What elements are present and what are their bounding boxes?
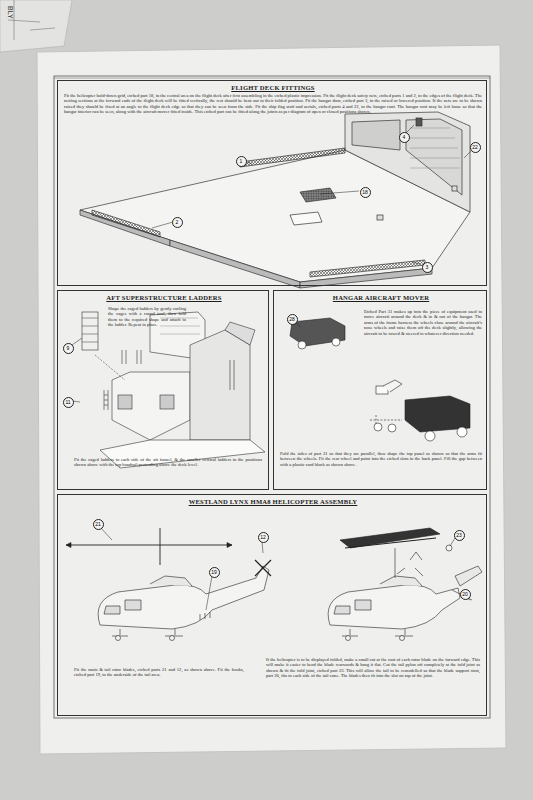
callout-number-text: 18	[362, 190, 368, 195]
instruction-text: Etched Part 31 makes up into the piece o…	[364, 309, 482, 336]
callout-number-text: 11	[65, 400, 70, 405]
callout-number-text: 3	[426, 265, 429, 270]
instruction-panel: FLIGHT DECK FITTINGS Fit the helicopter h…	[57, 80, 487, 286]
instruction-panel: HANGAR AIRCRAFT MOVER Etched Part 31 make…	[273, 290, 487, 490]
instruction-text: Shape the caged ladders by gently curlin…	[108, 306, 186, 328]
callout-number: 2	[172, 217, 183, 228]
callout-number: 20	[460, 589, 471, 600]
callout-number: 1	[236, 156, 247, 167]
callout-number: 11	[63, 397, 74, 408]
callout-number-text: 9	[67, 346, 70, 351]
instruction-text: Fit the main & tail rotor blades, etched…	[74, 667, 244, 678]
callout-number: 28	[287, 314, 298, 325]
instruction-panel: WESTLAND LYNX HMA8 HELICOPTER ASSEMBLY Fi…	[57, 494, 487, 716]
callout-number-text: 12	[260, 535, 266, 540]
callout-number-text: 20	[462, 592, 468, 597]
callout-number: 23	[454, 530, 465, 541]
callout-number: 4	[399, 132, 410, 143]
callout-number-text: 19	[211, 570, 217, 575]
callout-number: 22	[470, 142, 481, 153]
callout-number-text: 21	[95, 522, 101, 527]
section-heading: FLIGHT DECK FITTINGS	[58, 84, 488, 91]
callout-number: 21	[93, 519, 104, 530]
instruction-text: Fit the helicopter hold-down grid, etche…	[64, 93, 482, 115]
section-heading: HANGAR AIRCRAFT MOVER	[274, 294, 488, 301]
instruction-text: Fit the caged ladders to each side of th…	[74, 457, 262, 468]
callout-number-text: 2	[176, 220, 179, 225]
callout-number: 12	[258, 532, 269, 543]
callout-number-text: 23	[456, 533, 462, 538]
callout-number: 18	[360, 187, 371, 198]
page-fragment-text: BLY	[7, 6, 14, 19]
callout-number: 3	[422, 262, 433, 273]
callout-number-text: 28	[289, 317, 295, 322]
section-heading: AFT SUPERSTRUCTURE LADDERS	[58, 294, 270, 301]
instruction-panel: AFT SUPERSTRUCTURE LADDERS Shape the cage…	[57, 290, 269, 490]
callout-number-text: 4	[403, 135, 406, 140]
instruction-text: If the helicopter is to be displayed fol…	[266, 657, 480, 679]
section-heading: WESTLAND LYNX HMA8 HELICOPTER ASSEMBLY	[58, 498, 488, 505]
callout-number-text: 22	[472, 145, 478, 150]
callout-number: 19	[209, 567, 220, 578]
instruction-text: Fold the sides of part 31 so that they a…	[280, 451, 482, 467]
callout-number-text: 1	[240, 159, 243, 164]
callout-number: 9	[63, 343, 74, 354]
